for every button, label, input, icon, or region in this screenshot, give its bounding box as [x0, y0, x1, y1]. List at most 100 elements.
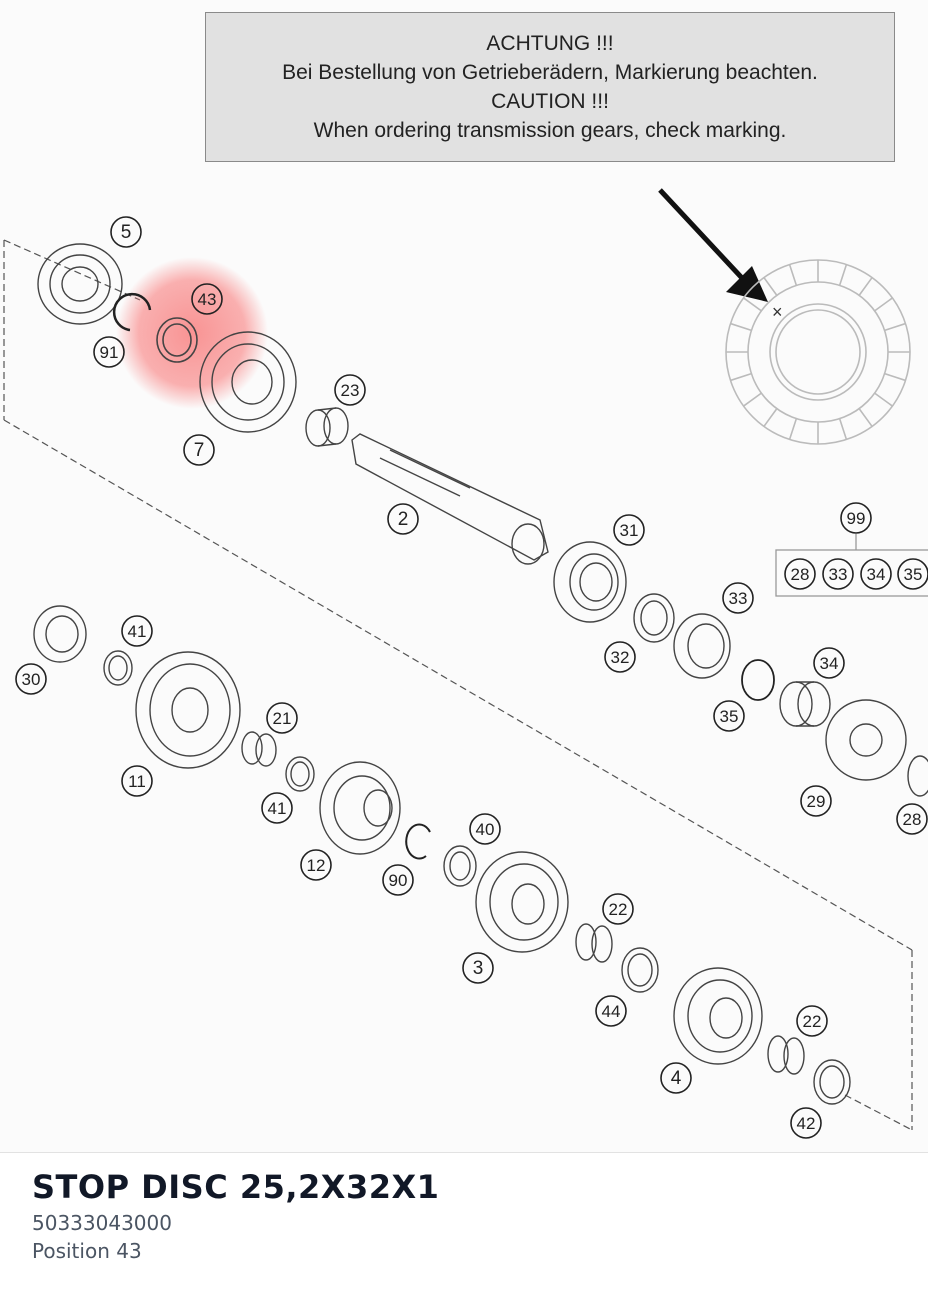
part-position: Position 43: [32, 1239, 142, 1263]
part-bearing-31: [553, 541, 627, 623]
notice-title-de: ACHTUNG !!!: [486, 32, 614, 55]
callout-label: 33: [729, 589, 748, 608]
callout-label: 41: [128, 622, 147, 641]
part-gear-4: [673, 967, 763, 1065]
callout-label: 23: [341, 381, 360, 400]
callout-28[interactable]: 28: [896, 803, 928, 835]
part-gear-12: [319, 761, 401, 855]
callout-33[interactable]: 33: [822, 558, 854, 590]
callout-label: 28: [791, 565, 810, 584]
callout-12[interactable]: 12: [300, 849, 332, 881]
callout-label: 7: [194, 440, 205, 461]
kit-box-99: [775, 534, 928, 597]
part-seal-33: [673, 613, 731, 679]
callout-22[interactable]: 22: [602, 893, 634, 925]
caution-notice: ACHTUNG !!! Bei Bestellung von Getrieber…: [205, 12, 895, 162]
diagram-drawing: ×: [3, 188, 928, 1139]
part-bushing-21: [241, 731, 277, 767]
callout-41[interactable]: 41: [261, 792, 293, 824]
callout-label: 2: [398, 509, 409, 530]
part-ring-28: [907, 755, 928, 797]
part-title: STOP DISC 25,2X32X1: [32, 1168, 440, 1206]
callout-23[interactable]: 23: [334, 374, 366, 406]
part-gear-3: [475, 851, 569, 953]
callout-21[interactable]: 21: [266, 702, 298, 734]
part-shaft-2: [351, 433, 549, 565]
callout-91[interactable]: 91: [93, 336, 125, 368]
callout-label: 44: [602, 1002, 621, 1021]
part-number: 50333043000: [32, 1211, 172, 1235]
callout-44[interactable]: 44: [595, 995, 627, 1027]
part-stop-disc-43: [156, 317, 198, 363]
callout-label: 22: [803, 1012, 822, 1031]
callout-32[interactable]: 32: [604, 641, 636, 673]
callout-33[interactable]: 33: [722, 582, 754, 614]
callout-5[interactable]: 5: [110, 216, 142, 248]
callout-30[interactable]: 30: [15, 663, 47, 695]
callout-label: 29: [807, 792, 826, 811]
part-ring-32: [633, 593, 675, 643]
callout-42[interactable]: 42: [790, 1107, 822, 1139]
callout-label: 12: [307, 856, 326, 875]
callout-99[interactable]: 99: [840, 502, 872, 534]
part-washer-40: [443, 845, 477, 887]
part-washer-41a: [103, 650, 133, 686]
callout-label: 34: [820, 654, 839, 673]
notice-title-en: CAUTION !!!: [491, 90, 609, 113]
frame-lines: [3, 239, 913, 1131]
callout-40[interactable]: 40: [469, 813, 501, 845]
notice-text-en: When ordering transmission gears, check …: [313, 119, 787, 142]
callout-31[interactable]: 31: [613, 514, 645, 546]
callout-90[interactable]: 90: [382, 864, 414, 896]
callout-label: 35: [720, 707, 739, 726]
part-gear-11: [135, 651, 241, 769]
callout-label: 40: [476, 820, 495, 839]
part-spacer-34: [779, 681, 831, 727]
callout-11[interactable]: 11: [121, 765, 153, 797]
callout-34[interactable]: 34: [813, 647, 845, 679]
part-bushing-22b: [767, 1035, 805, 1075]
callout-label: 91: [100, 343, 119, 362]
callout-label: 4: [671, 1068, 682, 1089]
part-sprocket-29: [825, 699, 907, 781]
part-circlip-91: [112, 292, 152, 332]
callout-label: 41: [268, 799, 287, 818]
part-bushing-23: [305, 407, 349, 447]
callout-label: 3: [473, 958, 484, 979]
arrow-icon: [658, 188, 768, 302]
callout-4[interactable]: 4: [660, 1062, 692, 1094]
exploded-view-diagram: ×: [3, 12, 928, 1139]
part-gear-5: [37, 243, 123, 325]
callout-label: 11: [128, 772, 146, 791]
callout-label: 34: [867, 565, 886, 584]
callout-28[interactable]: 28: [784, 558, 816, 590]
callout-label: 33: [829, 565, 848, 584]
callout-29[interactable]: 29: [800, 785, 832, 817]
callout-label: 42: [797, 1114, 816, 1133]
notice-text-de: Bei Bestellung von Getrieberädern, Marki…: [282, 61, 818, 84]
callout-label: 5: [121, 222, 132, 243]
callout-7[interactable]: 7: [183, 434, 215, 466]
callout-3[interactable]: 3: [462, 952, 494, 984]
part-bushing-22a: [575, 923, 613, 963]
callout-34[interactable]: 34: [860, 558, 892, 590]
part-info-panel: STOP DISC 25,2X32X1 50333043000 Position…: [0, 1152, 928, 1291]
callout-35[interactable]: 35: [713, 700, 745, 732]
callout-43[interactable]: 43: [191, 283, 223, 315]
callout-label: 21: [273, 709, 292, 728]
part-circlip-90: [405, 823, 431, 860]
highlight-marker: [116, 257, 268, 409]
part-washer-42: [813, 1059, 851, 1105]
callout-label: 35: [904, 565, 923, 584]
part-bearing-30: [33, 605, 87, 663]
callout-label: 31: [620, 521, 639, 540]
callout-2[interactable]: 2: [387, 503, 419, 535]
callout-22[interactable]: 22: [796, 1005, 828, 1037]
gear-marking-x: ×: [772, 302, 783, 322]
callout-35[interactable]: 35: [897, 558, 928, 590]
callout-label: 22: [609, 900, 628, 919]
callout-label: 28: [903, 810, 922, 829]
callout-41[interactable]: 41: [121, 615, 153, 647]
callout-label: 99: [847, 509, 866, 528]
callout-label: 30: [22, 670, 41, 689]
